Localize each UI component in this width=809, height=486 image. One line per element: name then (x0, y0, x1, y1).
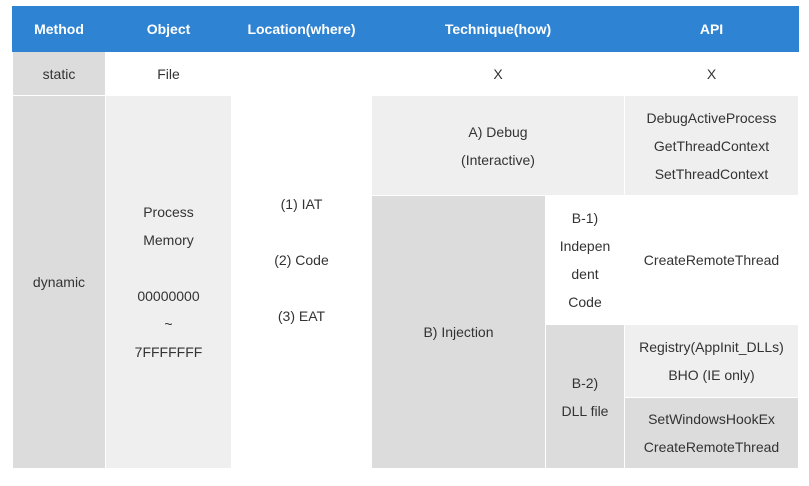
row-b2b: SetWindowsHookEx CreateRemoteThread (13, 397, 799, 469)
address-range-start: 00000000 (137, 288, 200, 304)
object-file: File (105, 51, 232, 96)
api-b1: CreateRemoteThread (624, 195, 799, 325)
method-dynamic: dynamic (12, 95, 106, 469)
api-bho: BHO (IE only) (668, 367, 755, 383)
header-method: Method (12, 6, 106, 52)
method-table: Method Object Location(where) Technique(… (12, 6, 799, 469)
api-debug-active-process: DebugActiveProcess (646, 109, 777, 126)
header-technique: Technique(how) (371, 6, 625, 52)
technique-b1-line4: Code (568, 294, 602, 310)
technique-b1-line3: dent (571, 266, 599, 282)
technique-b1-id: B-1) (571, 210, 599, 226)
location-iat: (1) IAT (280, 196, 323, 212)
header-location: Location(where) (231, 6, 372, 52)
technique-b2-id: B-2) (571, 374, 599, 391)
header-row: Method Object Location(where) Technique(… (12, 6, 799, 52)
technique-debug-mode: (Interactive) (461, 151, 535, 168)
object-process-memory: Process Memory 00000000 ~ 7FFFFFFF (105, 95, 232, 469)
technique-b1-line2: Indepen (559, 238, 611, 254)
location-eat: (3) EAT (277, 308, 326, 324)
header-api: API (624, 6, 799, 52)
api-b2b: SetWindowsHookEx CreateRemoteThread (624, 397, 799, 469)
technique-b2: B-2) DLL file (545, 324, 625, 469)
api-registry-appinit: Registry(AppInit_DLLs) (639, 339, 784, 355)
location-code: (2) Code (274, 252, 329, 268)
technique-b2-label: DLL file (561, 402, 609, 419)
method-static: static (12, 51, 106, 96)
row-b2a: B-2) DLL file Registry(AppInit_DLLs) BHO… (13, 324, 799, 469)
technique-b1: B-1) Indepen dent Code (545, 195, 625, 325)
header-object: Object (105, 6, 232, 52)
api-create-remote-thread: CreateRemoteThread (643, 439, 780, 455)
method-table-container: Method Object Location(where) Technique(… (12, 6, 799, 469)
row-b1: B) Injection B-1) Indepen dent Code Crea… (13, 195, 799, 469)
location-cell: (1) IAT (2) Code (3) EAT (231, 51, 372, 469)
api-debug: DebugActiveProcess GetThreadContext SetT… (624, 95, 799, 196)
api-b2a: Registry(AppInit_DLLs) BHO (IE only) (624, 324, 799, 398)
api-get-thread-context: GetThreadContext (653, 137, 770, 154)
api-static: X (624, 51, 799, 96)
api-set-thread-context: SetThreadContext (654, 165, 769, 182)
address-range-separator: ~ (164, 316, 173, 332)
technique-injection: B) Injection (371, 195, 546, 469)
object-memory-label: Memory (143, 232, 194, 248)
technique-debug: A) Debug (Interactive) (371, 95, 625, 196)
address-range-end: 7FFFFFFF (134, 344, 203, 360)
technique-debug-label: A) Debug (468, 123, 528, 140)
object-process-label: Process (143, 204, 194, 220)
row-debug: dynamic Process Memory 00000000 ~ 7FFFFF… (12, 95, 799, 469)
row-static: static File (1) IAT (2) Code (3) EAT X X (12, 51, 799, 469)
technique-static: X (371, 51, 625, 96)
api-set-windows-hook: SetWindowsHookEx (648, 411, 775, 427)
